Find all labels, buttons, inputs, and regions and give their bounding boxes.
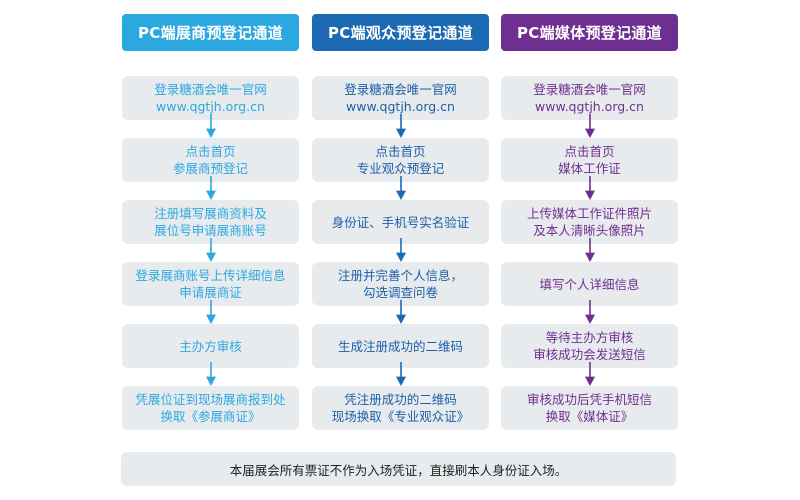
down-arrow-icon [395,300,406,324]
step-text-line: 点击首页 [375,144,426,159]
exhibitor-step-box: 凭展位证到现场展商报到处换取《参展商证》 [122,386,299,430]
step-text-line: 审核成功后凭手机短信 [526,392,652,407]
media-step-box: 填写个人详细信息 [501,262,678,306]
down-arrow-icon [205,114,216,138]
media-step-box: 登录糖酒会唯一官网 www.qgtjh.org.cn [501,76,678,120]
down-arrow-icon [584,362,595,386]
visitor-channel-header: PC端观众预登记通道 [312,14,489,51]
down-arrow-icon [205,300,216,324]
step-text-line: www.qgtjh.org.cn [535,99,644,114]
down-arrow-icon [395,176,406,200]
down-arrow-icon [584,114,595,138]
step-text-line: 注册并完善个人信息， [337,268,463,283]
down-arrow-icon [205,176,216,200]
step-text-line: 申请展商证 [179,285,242,300]
step-text-line: 点击首页 [564,144,615,159]
exhibitor-step-box: 登录展商账号上传详细信息申请展商证 [122,262,299,306]
down-arrow-icon [205,362,216,386]
exhibitor-step-box: 主办方审核 [122,324,299,368]
step-text-line: 审核成功会发送短信 [533,347,646,362]
step-text-line: 身份证、手机号实名验证 [331,214,470,230]
visitor-step-box: 凭注册成功的二维码现场换取《专业观众证》 [312,386,489,430]
step-text-line: 专业观众预登记 [356,161,445,176]
visitor-step-box: 生成注册成功的二维码 [312,324,489,368]
exhibitor-step-box: 点击首页参展商预登记 [122,138,299,182]
media-step-box: 点击首页媒体工作证 [501,138,678,182]
step-text-line: 上传媒体工作证件照片 [526,206,652,221]
visitor-step-box: 点击首页专业观众预登记 [312,138,489,182]
step-text-line: 登录糖酒会唯一官网 [533,82,646,97]
exhibitor-step-box: 注册填写展商资料及展位号申请展商账号 [122,200,299,244]
step-text-line: 换取《参展商证》 [160,409,261,424]
step-text-line: 主办方审核 [179,338,242,354]
down-arrow-icon [395,238,406,262]
media-step-box: 审核成功后凭手机短信换取《媒体证》 [501,386,678,430]
step-text-line: 生成注册成功的二维码 [337,338,463,354]
step-text-line: 参展商预登记 [172,161,248,176]
media-step-box: 上传媒体工作证件照片及本人清晰头像照片 [501,200,678,244]
visitor-step-box: 登录糖酒会唯一官网 www.qgtjh.org.cn [312,76,489,120]
down-arrow-icon [584,238,595,262]
visitor-step-box: 身份证、手机号实名验证 [312,200,489,244]
down-arrow-icon [584,176,595,200]
exhibitor-channel-header: PC端展商预登记通道 [122,14,299,51]
step-text-line: www.qgtjh.org.cn [346,99,455,114]
step-text-line: 现场换取《专业观众证》 [331,409,470,424]
media-channel-header: PC端媒体预登记通道 [501,14,678,51]
step-text-line: 勾选调查问卷 [362,285,438,300]
step-text-line: 媒体工作证 [558,161,621,176]
step-text-line: 凭注册成功的二维码 [344,392,457,407]
footer-note: 本届展会所有票证不作为入场凭证，直接刷本人身份证入场。 [121,452,676,486]
down-arrow-icon [205,238,216,262]
step-text-line: 及本人清晰头像照片 [533,223,646,238]
step-text-line: 展位号申请展商账号 [154,223,267,238]
step-text-line: www.qgtjh.org.cn [156,99,265,114]
step-text-line: 等待主办方审核 [545,330,634,345]
step-text-line: 登录糖酒会唯一官网 [344,82,457,97]
step-text-line: 填写个人详细信息 [539,276,640,292]
media-step-box: 等待主办方审核审核成功会发送短信 [501,324,678,368]
step-text-line: 登录展商账号上传详细信息 [135,268,286,283]
down-arrow-icon [584,300,595,324]
step-text-line: 登录糖酒会唯一官网 [154,82,267,97]
step-text-line: 点击首页 [185,144,236,159]
step-text-line: 注册填写展商资料及 [154,206,267,221]
visitor-step-box: 注册并完善个人信息， 勾选调查问卷 [312,262,489,306]
exhibitor-step-box: 登录糖酒会唯一官网 www.qgtjh.org.cn [122,76,299,120]
down-arrow-icon [395,362,406,386]
down-arrow-icon [395,114,406,138]
step-text-line: 换取《媒体证》 [545,409,634,424]
step-text-line: 凭展位证到现场展商报到处 [135,392,286,407]
